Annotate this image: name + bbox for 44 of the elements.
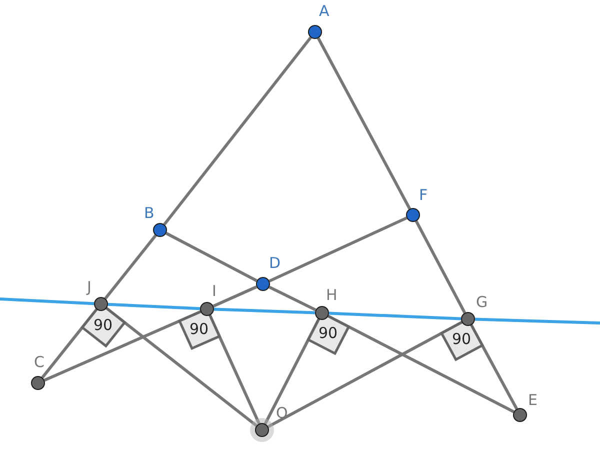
line-segment (474, 318, 600, 324)
line-segment (267, 321, 463, 428)
line-segment (316, 37, 412, 210)
line-segment (328, 312, 462, 320)
point-label: B (144, 206, 154, 221)
point-label: D (269, 256, 281, 271)
point-marker (94, 297, 108, 311)
point-marker (31, 376, 45, 390)
line-segment (470, 324, 518, 410)
point-marker (406, 208, 420, 222)
point-marker (255, 423, 269, 437)
point-label: H (326, 288, 338, 303)
line-segment (166, 232, 258, 282)
point-label: G (476, 295, 488, 310)
line-segment (414, 220, 466, 314)
point-label: J (87, 280, 92, 295)
line-segment (328, 314, 514, 414)
line-segment (108, 302, 200, 310)
angle-label: 90 (189, 322, 209, 337)
angle-label: 90 (318, 326, 338, 342)
line-segment (214, 308, 316, 314)
line-segment (0, 298, 94, 306)
angle-label: 90 (452, 332, 472, 348)
point-marker (200, 302, 214, 316)
line-segment (268, 286, 316, 312)
line-segment (106, 307, 258, 427)
point-label: F (419, 188, 428, 203)
point-marker (256, 277, 270, 291)
point-marker (461, 312, 475, 326)
line-segment (104, 234, 157, 300)
point-marker (308, 25, 322, 39)
point-label: E (528, 393, 538, 408)
line-segment (163, 36, 312, 226)
point-label: C (34, 355, 44, 370)
point-marker (315, 306, 329, 320)
line-segment (212, 285, 258, 308)
point-label: I (212, 284, 216, 299)
line-segment (268, 216, 408, 282)
line-segment (208, 314, 260, 424)
line-segment (44, 310, 202, 382)
angle-label: 90 (93, 318, 113, 333)
point-marker (153, 223, 167, 237)
point-marker (513, 408, 527, 422)
point-label: A (319, 4, 330, 19)
